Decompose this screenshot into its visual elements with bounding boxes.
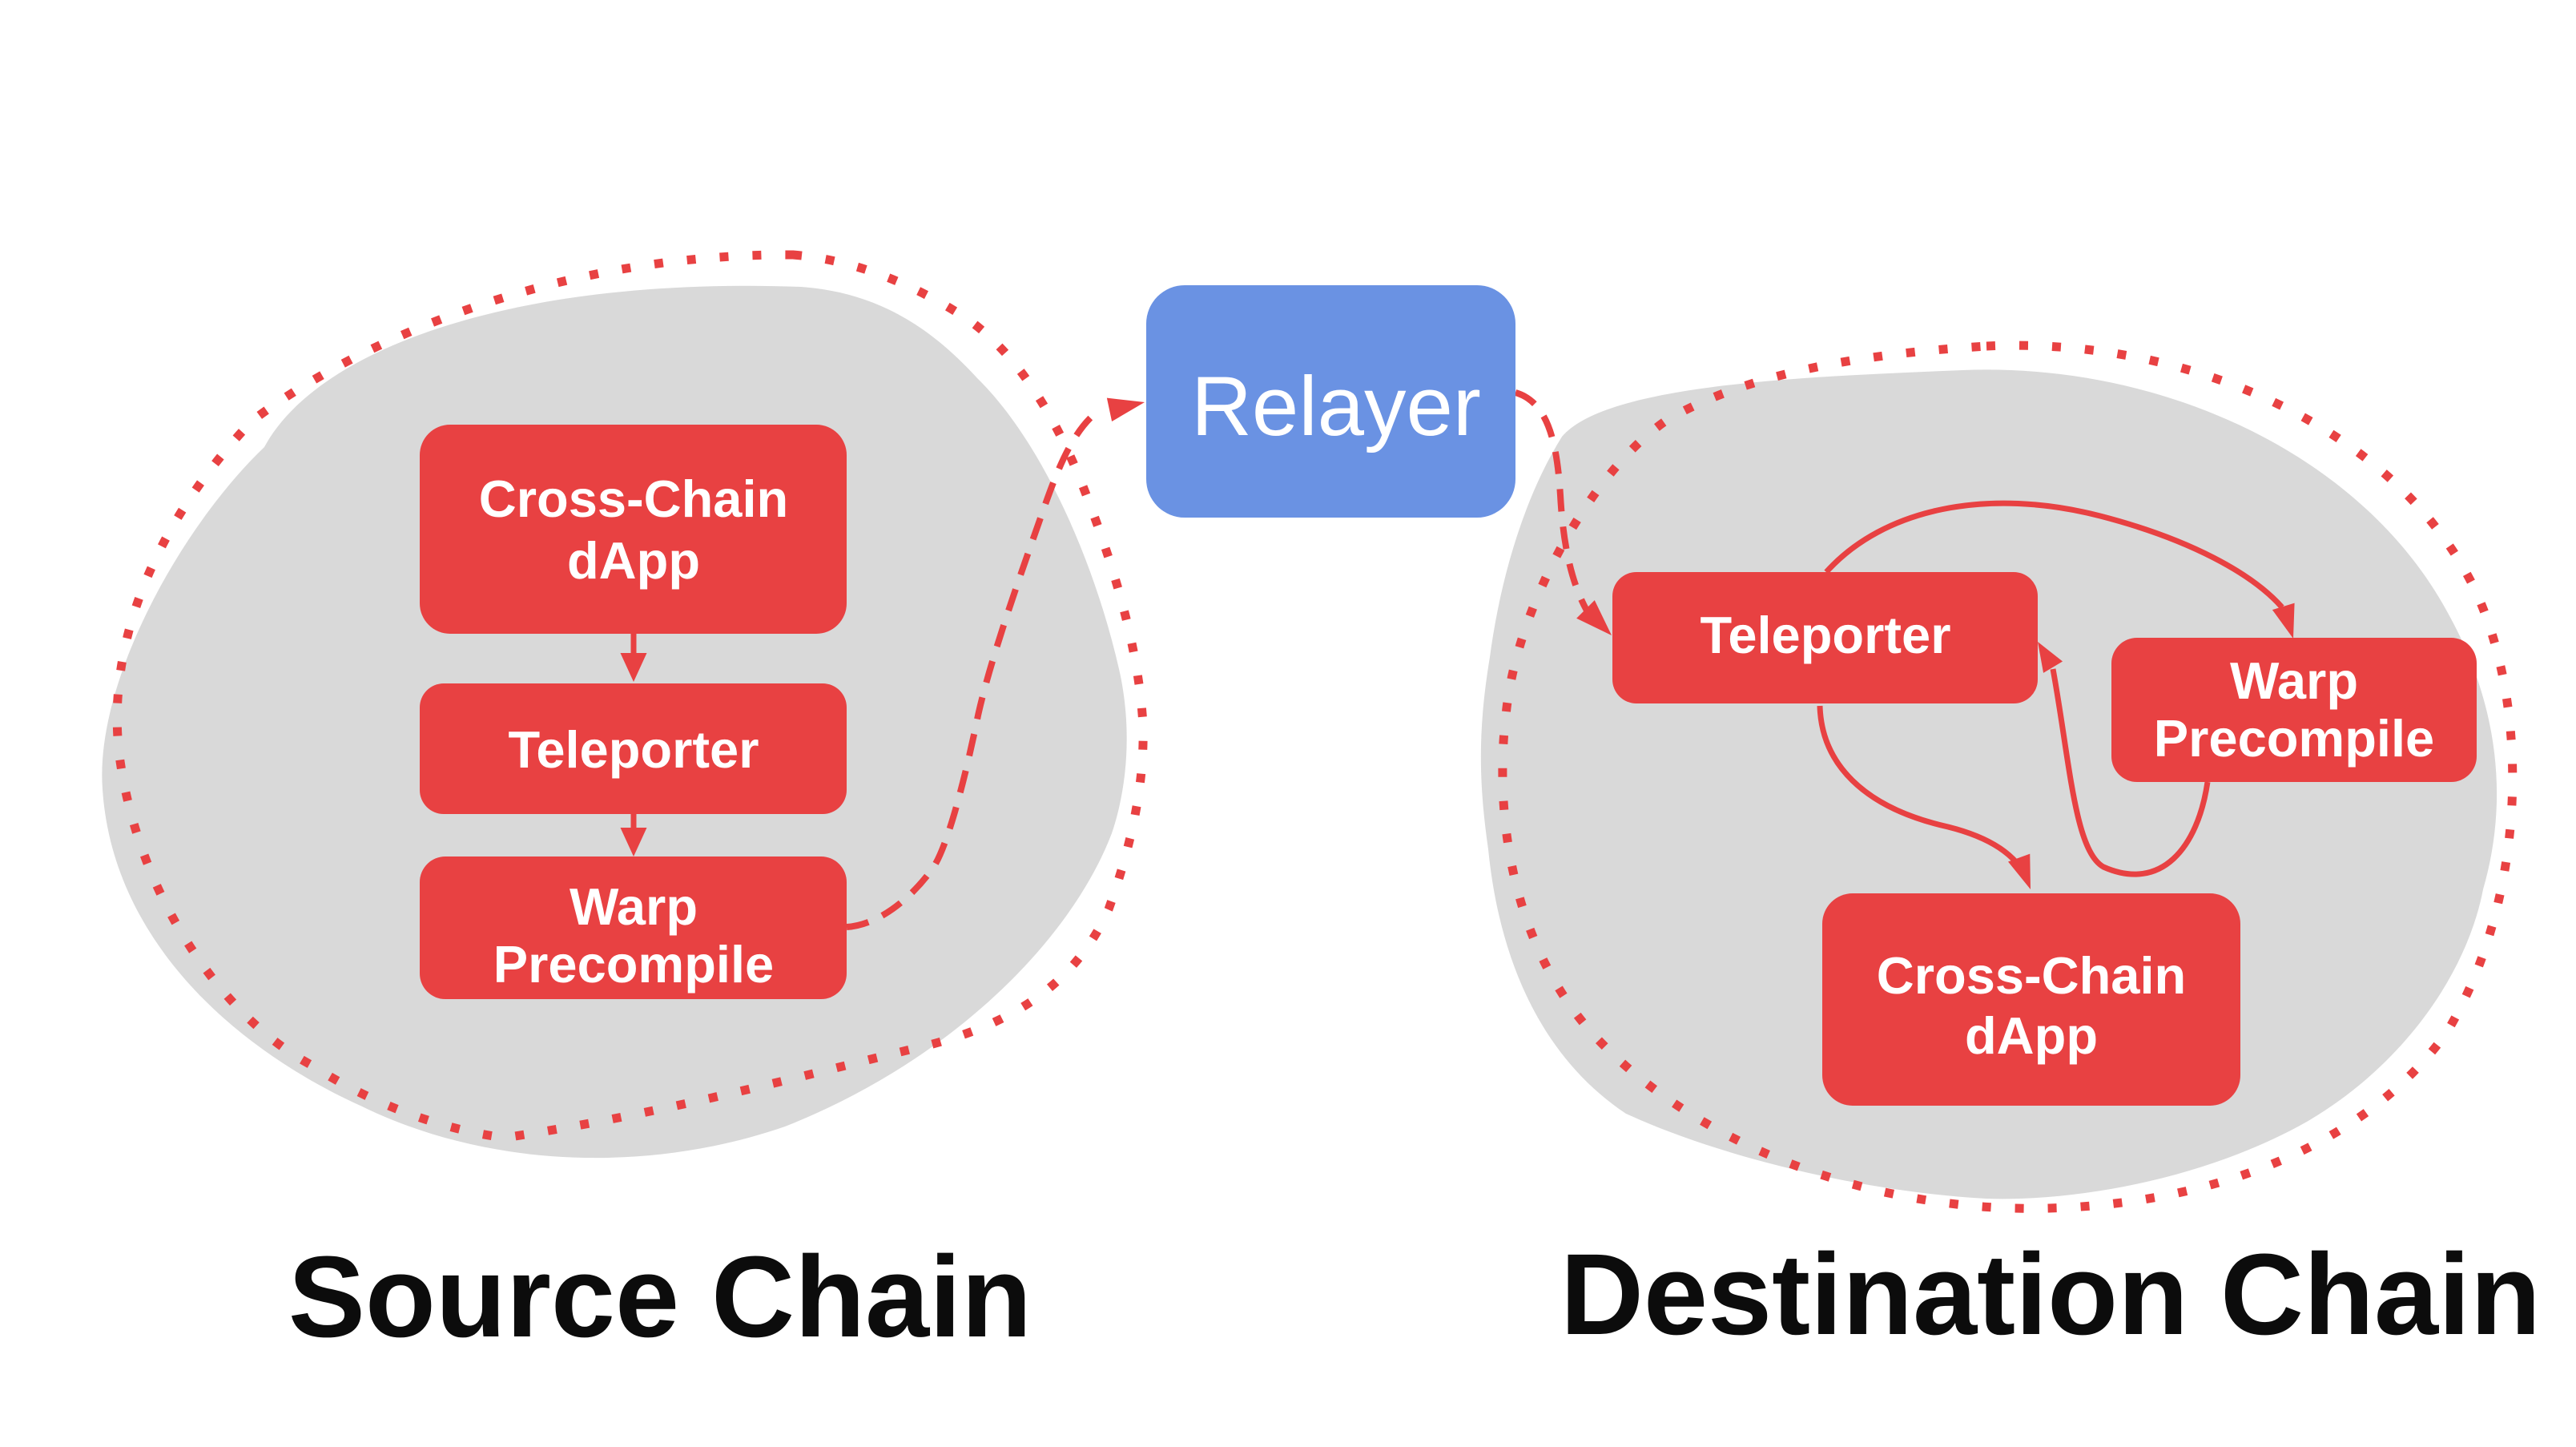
svg-text:Destination Chain: Destination Chain <box>1560 1230 2541 1359</box>
svg-text:Source Chain: Source Chain <box>288 1232 1032 1361</box>
svg-text:Relayer: Relayer <box>1191 360 1481 453</box>
svg-text:Teleporter: Teleporter <box>508 720 759 779</box>
svg-text:Teleporter: Teleporter <box>1700 606 1950 664</box>
